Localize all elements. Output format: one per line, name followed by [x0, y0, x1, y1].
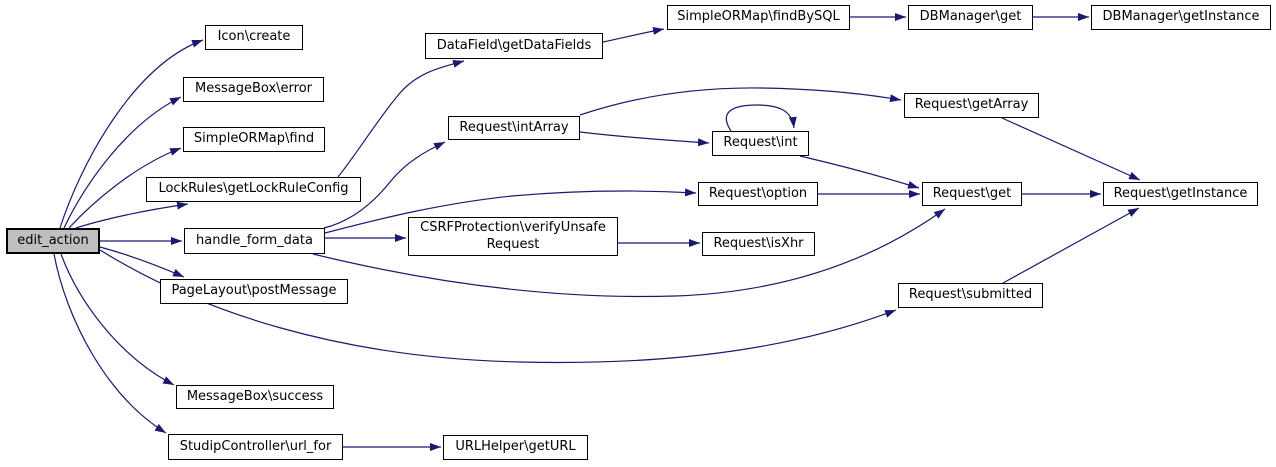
call-edge-edit_action-to-messagebox_success [60, 253, 175, 386]
node-messagebox_error[interactable]: MessageBox\error [183, 77, 324, 102]
node-label: DataField\getDataFields [436, 37, 592, 53]
node-label: handle_form_data [196, 232, 313, 248]
node-label: DBManager\getInstance [1102, 9, 1260, 25]
node-studipcontroller_url_for[interactable]: StudipController\url_for [168, 434, 343, 460]
node-request_option[interactable]: Request\option [698, 182, 818, 206]
node-messagebox_success[interactable]: MessageBox\success [176, 385, 334, 409]
call-edge-request_int-to-request_get [799, 155, 920, 189]
call-edge-handle_form_data-to-request_intarray [323, 141, 446, 229]
node-dbmanager_get[interactable]: DBManager\get [908, 5, 1033, 30]
node-label: DBManager\get [919, 9, 1022, 25]
node-label: Request\getInstance [1113, 185, 1248, 201]
node-simpleormap_findbysql[interactable]: SimpleORMap\findBySQL [667, 5, 850, 30]
node-label: MessageBox\error [195, 81, 312, 97]
node-label: Request\intArray [459, 119, 569, 135]
node-handle_form_data[interactable]: handle_form_data [184, 228, 325, 254]
node-label: Request\getArray [914, 97, 1029, 113]
call-edge-edit_action-to-studipcontroller_url_for [53, 253, 167, 434]
call-edge-request_submitted-to-request_getinstance [1002, 207, 1140, 284]
call-edge-edit_action-to-request_submitted [99, 249, 897, 364]
node-label: Request\isXhr [713, 235, 804, 251]
node-lockrules_getlockruleconfig[interactable]: LockRules\getLockRuleConfig [146, 177, 361, 202]
call-edge-request_intarray-to-request_getarray [579, 87, 902, 116]
node-icon_create[interactable]: Icon\create [205, 25, 303, 50]
node-dbmanager_getinstance[interactable]: DBManager\getInstance [1091, 5, 1271, 30]
node-label: Request\int [723, 135, 798, 151]
call-edge-handle_form_data-to-request_option [324, 188, 697, 234]
node-label: Request\submitted [908, 287, 1033, 303]
node-request_int[interactable]: Request\int [712, 131, 809, 156]
node-label: SimpleORMap\find [193, 131, 315, 147]
node-label: Icon\create [217, 29, 291, 45]
node-label: SimpleORMap\findBySQL [677, 9, 840, 25]
node-urlhelper_geturl[interactable]: URLHelper\getURL [443, 435, 588, 460]
node-request_getarray[interactable]: Request\getArray [904, 93, 1039, 118]
node-label: edit_action [17, 232, 89, 248]
node-label: PageLayout\postMessage [171, 283, 337, 299]
node-request_submitted[interactable]: Request\submitted [898, 283, 1043, 308]
node-pagelayout_postmessage[interactable]: PageLayout\postMessage [160, 279, 348, 304]
node-label: MessageBox\success [186, 388, 324, 404]
call-edge-edit_action-to-lockrules_getlockruleconfig [75, 201, 189, 229]
call-edge-edit_action-to-messagebox_error [63, 96, 182, 229]
node-csrfprotection_verifyunsaferequest[interactable]: CSRFProtection\verifyUnsafe Request [408, 217, 618, 256]
call-edge-datafield_getdatafields-to-simpleormap_findbysql [602, 27, 665, 43]
node-label: StudipController\url_for [179, 438, 332, 454]
node-request_get[interactable]: Request\get [922, 182, 1022, 206]
call-edge-request_int-to-request_int [725, 104, 797, 132]
node-edit_action[interactable]: edit_action [6, 228, 100, 254]
node-request_intarray[interactable]: Request\intArray [448, 116, 580, 140]
call-edge-handle_form_data-to-request_get [312, 208, 946, 298]
call-edge-edit_action-to-pagelayout_postmessage [99, 246, 185, 278]
call-edge-edit_action-to-icon_create [59, 39, 204, 229]
node-request_isxhr[interactable]: Request\isXhr [702, 232, 815, 256]
node-label: LockRules\getLockRuleConfig [158, 181, 349, 197]
call-edge-lockrules_getlockruleconfig-to-datafield_getdatafields [337, 60, 465, 178]
node-label: Request\get [932, 185, 1012, 201]
call-edge-edit_action-to-simpleormap_find [68, 147, 182, 229]
node-simpleormap_find[interactable]: SimpleORMap\find [183, 127, 325, 152]
node-label: Request\option [708, 185, 808, 201]
node-request_getinstance[interactable]: Request\getInstance [1103, 182, 1258, 206]
node-label: URLHelper\getURL [455, 439, 576, 455]
call-edge-request_getarray-to-request_getinstance [1001, 117, 1141, 181]
node-label: CSRFProtection\verifyUnsafe Request [420, 219, 606, 252]
node-datafield_getdatafields[interactable]: DataField\getDataFields [425, 33, 603, 59]
call-edge-request_intarray-to-request_int [579, 131, 710, 147]
